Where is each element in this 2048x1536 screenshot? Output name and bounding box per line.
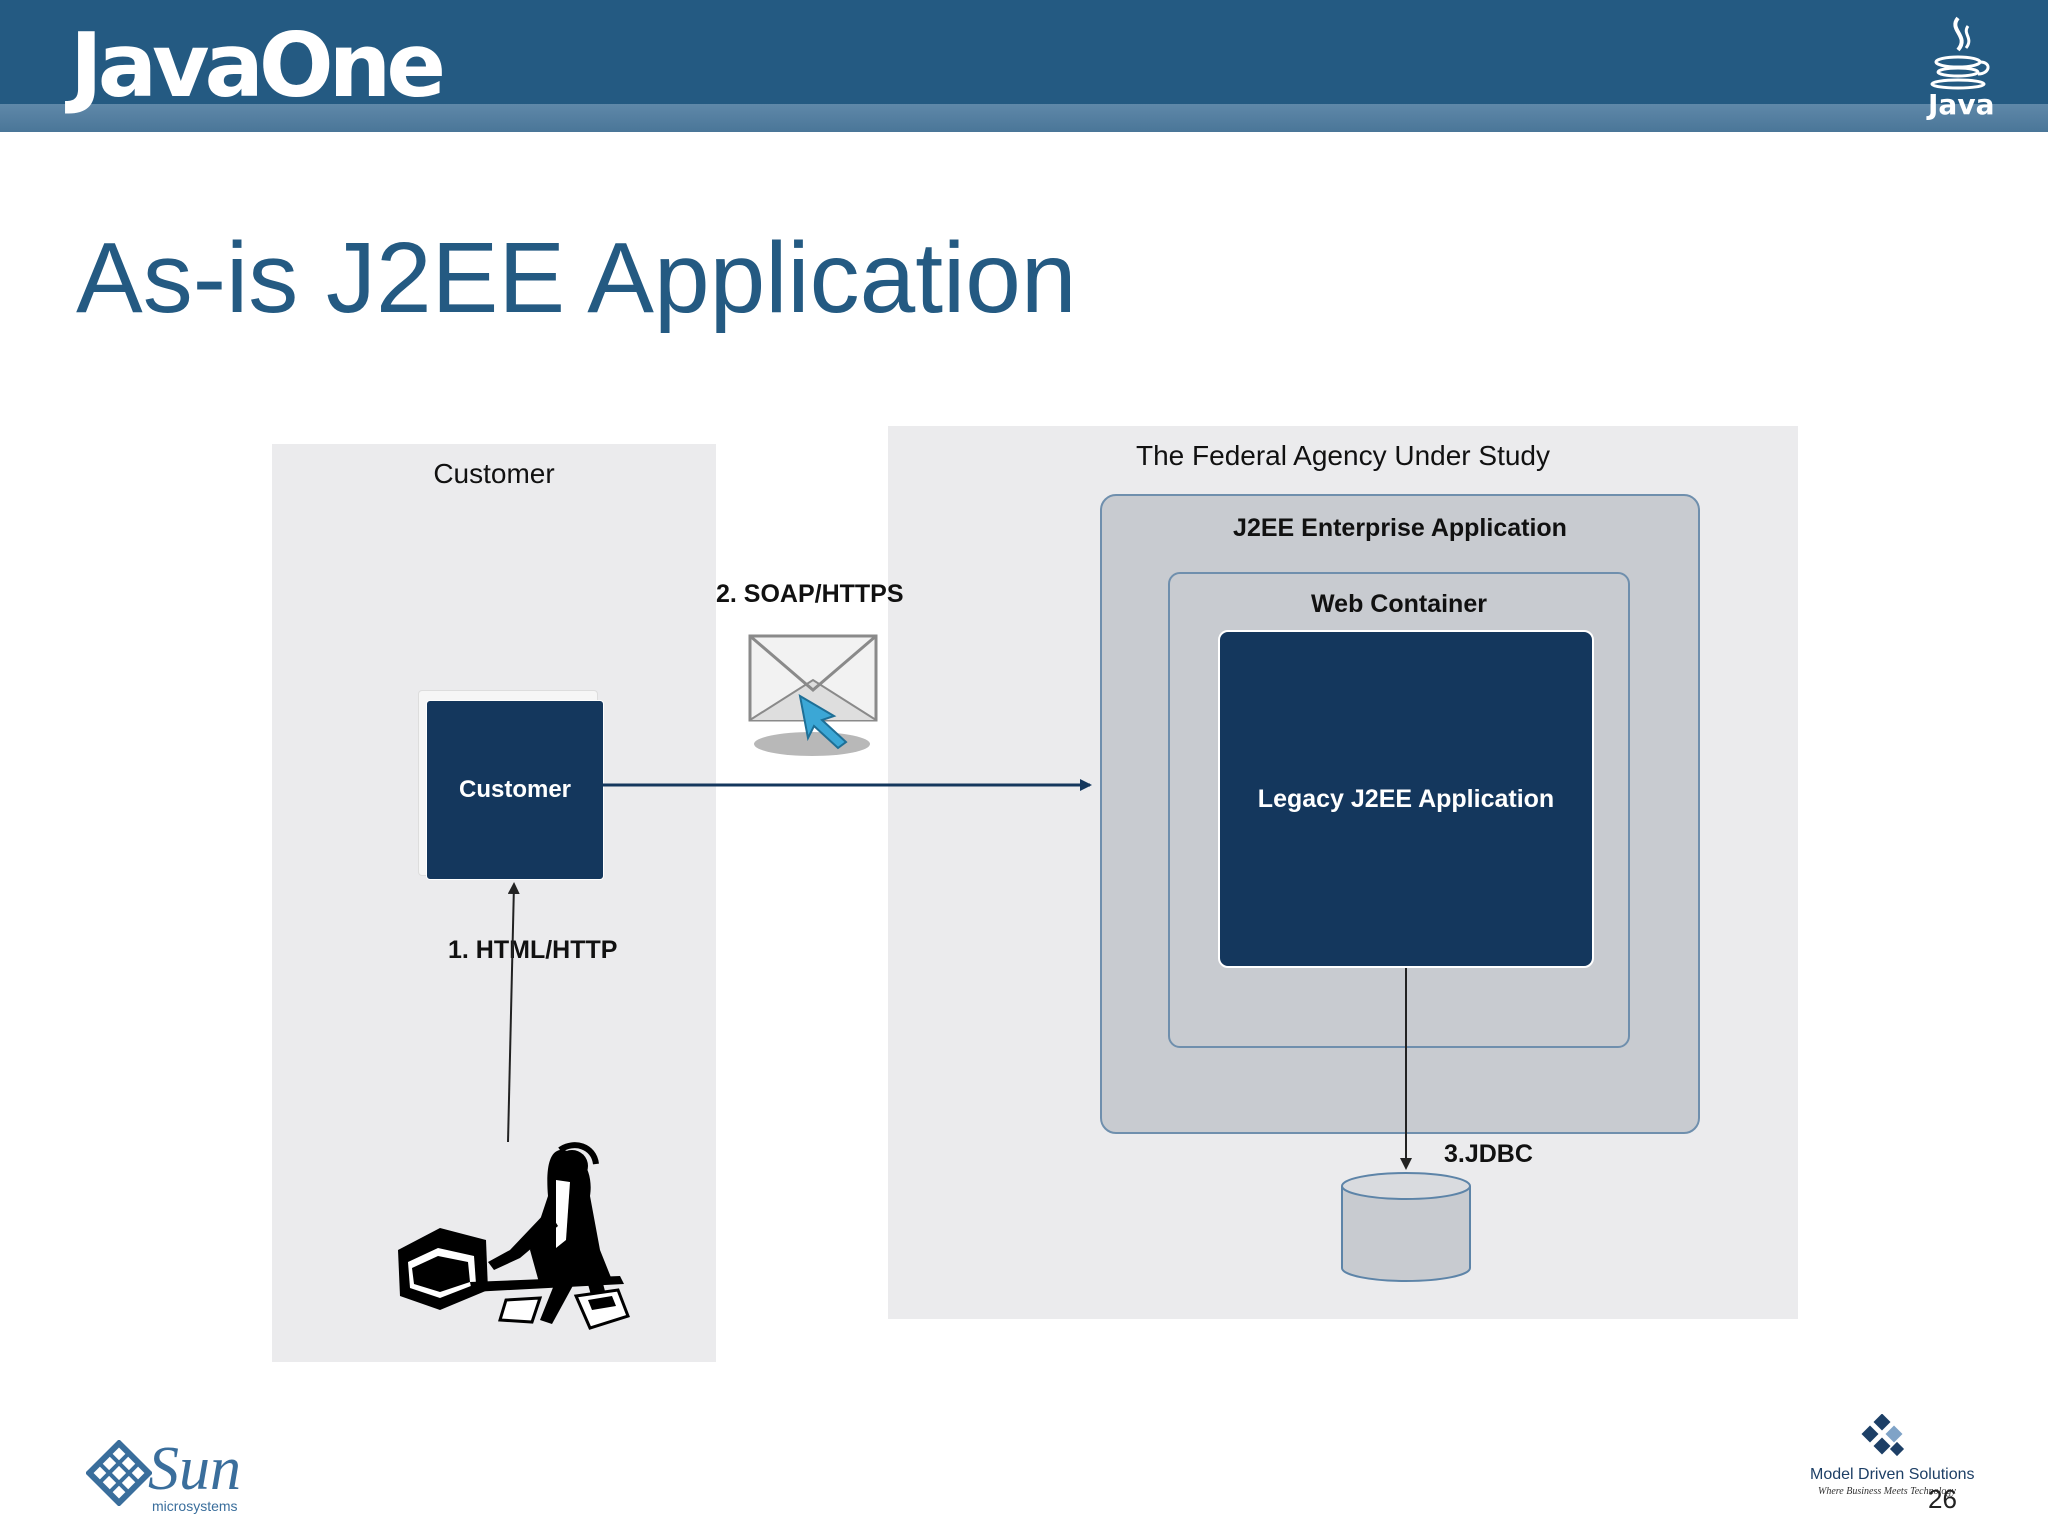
html-flow-label: 1. HTML/HTTP [448,936,618,964]
person-at-desk-icon [398,1142,630,1330]
web-container-label: Web Container [1311,590,1487,618]
envelope-icon [748,634,878,756]
model-driven-solutions-tagline: Where Business Meets Technology [1818,1486,1956,1497]
model-driven-solutions-logo-text: Model Driven Solutions [1810,1466,1975,1483]
jdbc-flow-label: 3.JDBC [1444,1140,1533,1168]
customer-lane-label: Customer [433,458,555,489]
java-cup-icon [1930,16,1990,90]
database-icon [1341,1172,1471,1282]
header-strip [0,104,2048,132]
model-driven-solutions-logo-icon [1861,1414,1905,1457]
enterprise-app-label: J2EE Enterprise Application [1233,514,1567,542]
sun-logo-icon [86,1440,152,1506]
sun-logo-subtext: microsystems [152,1498,238,1514]
header-bar [0,0,2048,104]
customer-box: Customer [426,700,604,880]
slide-number: 26 [1928,1484,1957,1514]
soap-flow-label: 2. SOAP/HTTPS [716,580,904,608]
sun-logo-text: Sun [148,1435,241,1503]
javaone-logo: JavaOne [70,14,446,117]
java-logo-text: Java [1928,88,1995,121]
html-arrow [507,882,520,1143]
customer-lane [272,444,716,1362]
agency-lane-label: The Federal Agency Under Study [1135,440,1550,471]
legacy-app-label: Legacy J2EE Application [1257,784,1555,813]
customer-box-label: Customer [458,776,572,803]
legacy-app-box: Legacy J2EE Application [1218,630,1594,968]
slide-title: As-is J2EE Application [76,222,1077,334]
